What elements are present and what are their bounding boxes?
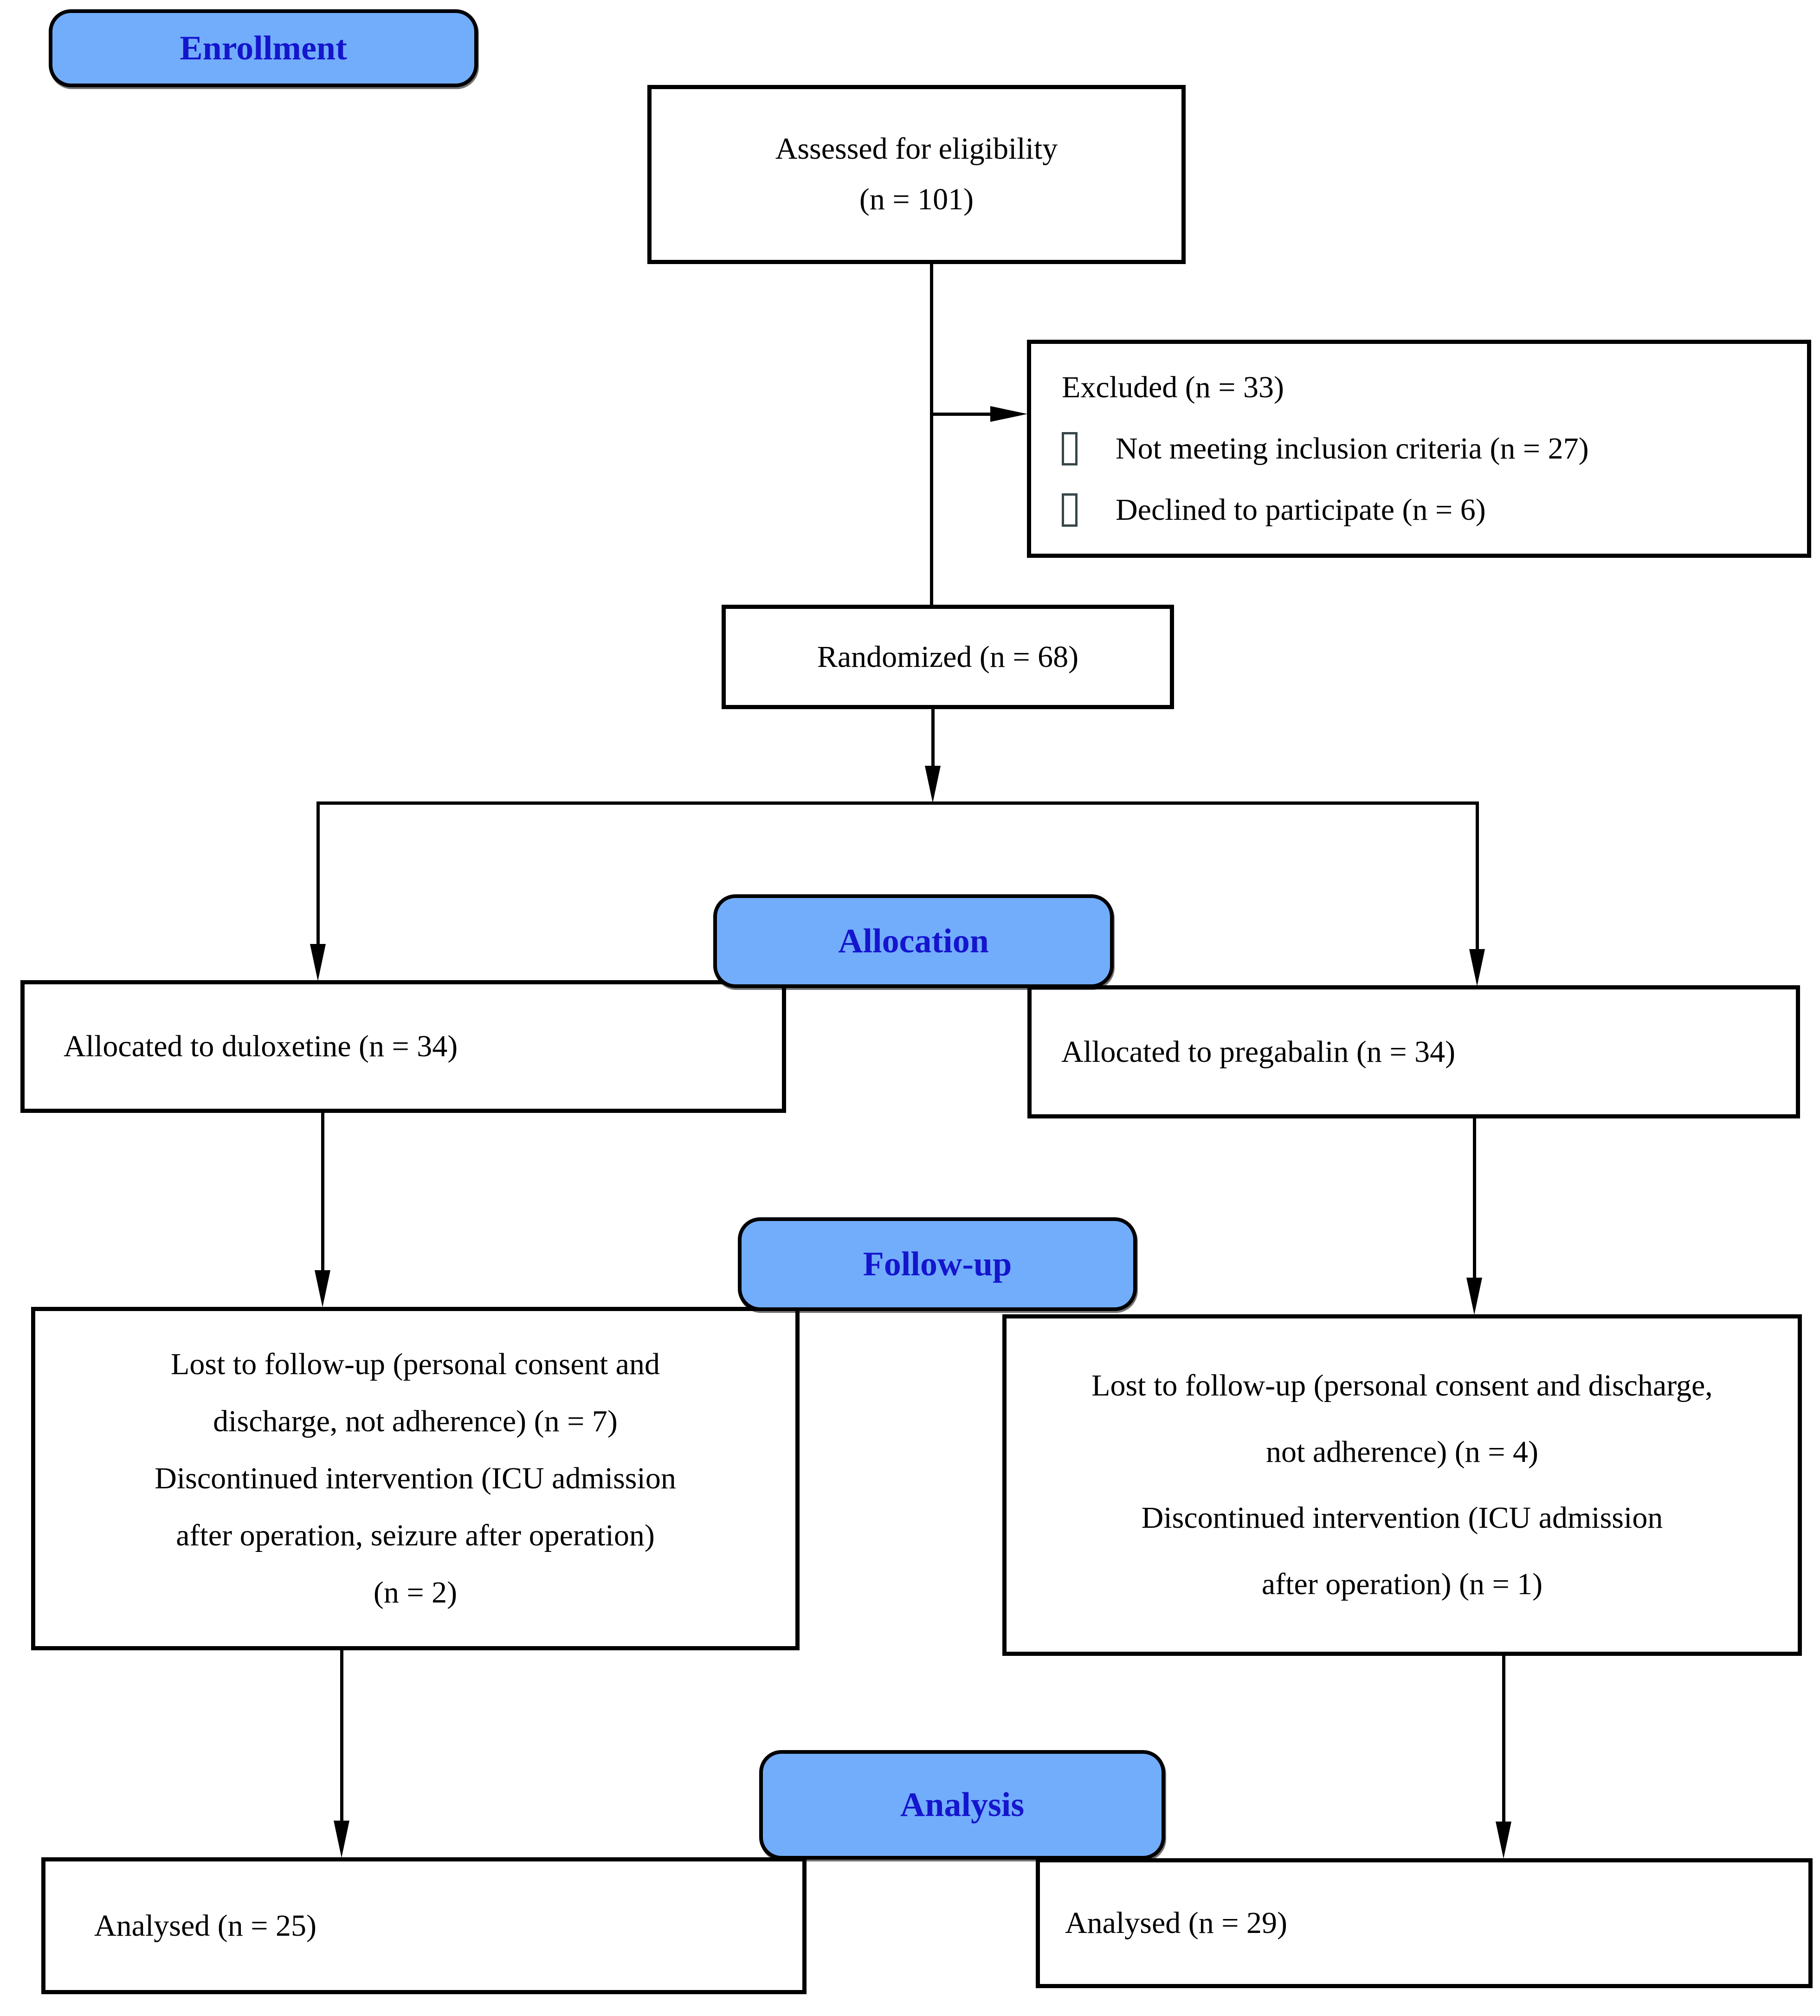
randomized-label: Randomized (n = 68) [817, 640, 1079, 674]
allocated-duloxetine-label: Allocated to duloxetine (n = 34) [64, 1029, 458, 1063]
assessed-line2: (n = 101) [859, 182, 974, 216]
connector-split-horizontal [316, 801, 1479, 805]
connector-pregabalin-to-followup [1473, 1118, 1476, 1278]
stage-badge-allocation-label: Allocation [838, 922, 989, 960]
connector-assessed-to-randomized [930, 264, 933, 605]
followup-pregabalin-box: Lost to follow-up (personal consent and … [1002, 1314, 1802, 1656]
followup-right-line: Lost to follow-up (personal consent and … [1091, 1368, 1713, 1402]
arrowhead-at-split-icon [925, 766, 941, 803]
randomized-box: Randomized (n = 68) [722, 605, 1174, 709]
excluded-item-2: Declined to participate (n = 6) [1116, 493, 1486, 527]
connector-split-to-duloxetine [316, 801, 320, 945]
analysed-duloxetine-label: Analysed (n = 25) [94, 1908, 316, 1943]
followup-right-line: not adherence) (n = 4) [1266, 1434, 1538, 1469]
followup-left-line: after operation, seizure after operation… [176, 1518, 655, 1552]
followup-duloxetine-box: Lost to follow-up (personal consent and … [31, 1307, 800, 1650]
followup-right-line: after operation) (n = 1) [1261, 1567, 1543, 1602]
stage-badge-followup-label: Follow-up [863, 1245, 1012, 1283]
allocated-pregabalin-label: Allocated to pregabalin (n = 34) [1061, 1034, 1456, 1069]
followup-right-line: Discontinued intervention (ICU admission [1141, 1501, 1663, 1535]
stage-badge-enrollment: Enrollment [49, 9, 478, 87]
stage-badge-enrollment-label: Enrollment [180, 29, 347, 67]
arrowhead-into-followup-left-icon [315, 1270, 330, 1307]
excluded-box: Excluded (n = 33) Not meeting inclusion … [1027, 340, 1811, 558]
connector-followup-to-analysed-left [340, 1650, 343, 1822]
stage-badge-analysis: Analysis [759, 1750, 1165, 1860]
arrowhead-into-duloxetine-icon [310, 944, 326, 981]
analysed-duloxetine-box: Analysed (n = 25) [41, 1857, 807, 1994]
allocated-duloxetine-box: Allocated to duloxetine (n = 34) [20, 980, 786, 1113]
arrowhead-into-excluded-icon [990, 406, 1027, 422]
stage-badge-allocation: Allocation [713, 894, 1114, 988]
allocated-pregabalin-box: Allocated to pregabalin (n = 34) [1027, 985, 1800, 1118]
followup-left-line: Lost to follow-up (personal consent and [171, 1347, 660, 1381]
excluded-item-row: Declined to participate (n = 6) [1062, 492, 1486, 528]
excluded-item-1: Not meeting inclusion criteria (n = 27) [1116, 432, 1589, 465]
followup-left-line: discharge, not adherence) (n = 7) [213, 1404, 618, 1438]
arrowhead-into-followup-right-icon [1466, 1278, 1482, 1315]
analysed-pregabalin-label: Analysed (n = 29) [1065, 1906, 1287, 1940]
connector-split-to-pregabalin [1476, 801, 1479, 950]
assessed-box: Assessed for eligibility (n = 101) [647, 85, 1186, 264]
assessed-line1: Assessed for eligibility [775, 132, 1058, 166]
followup-left-line: Discontinued intervention (ICU admission [155, 1461, 676, 1495]
bullet-glyph-icon [1062, 493, 1078, 527]
excluded-item-row: Not meeting inclusion criteria (n = 27) [1062, 431, 1589, 466]
excluded-title: Excluded (n = 33) [1062, 370, 1284, 404]
stage-badge-followup: Follow-up [738, 1217, 1137, 1311]
followup-left-line: (n = 2) [373, 1576, 458, 1609]
arrowhead-into-pregabalin-icon [1469, 949, 1485, 986]
analysed-pregabalin-box: Analysed (n = 29) [1036, 1858, 1813, 1988]
connector-branch-to-excluded [930, 413, 995, 416]
connector-duloxetine-to-followup [321, 1113, 324, 1272]
connector-randomized-to-split [931, 709, 935, 769]
arrowhead-into-analysed-right-icon [1496, 1822, 1511, 1859]
bullet-glyph-icon [1062, 432, 1078, 465]
connector-followup-to-analysed-right [1502, 1656, 1505, 1823]
arrowhead-into-analysed-left-icon [334, 1821, 349, 1858]
stage-badge-analysis-label: Analysis [900, 1785, 1025, 1824]
